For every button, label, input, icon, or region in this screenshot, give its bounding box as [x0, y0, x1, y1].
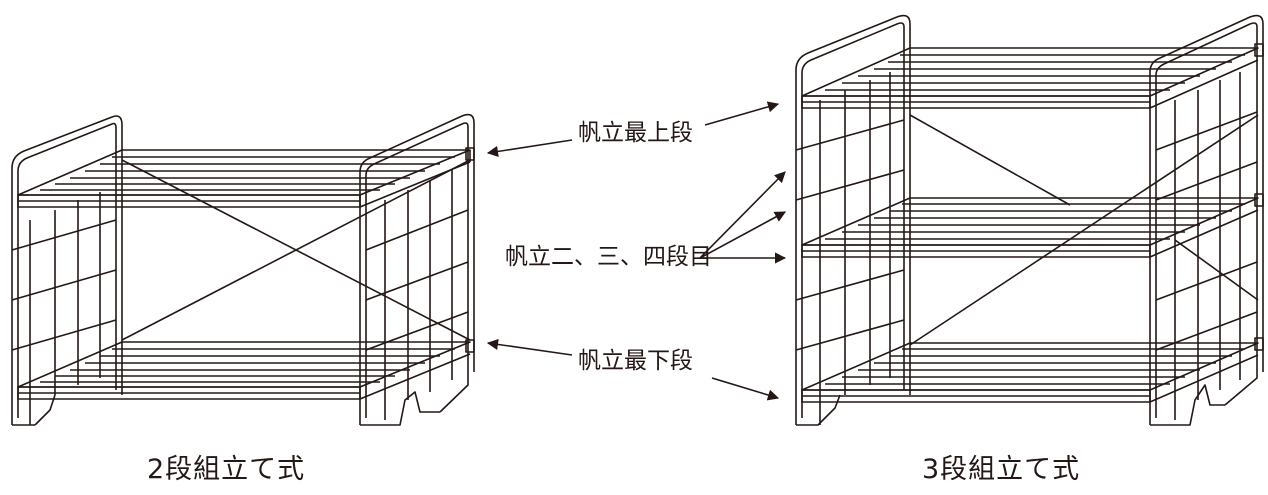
two-tier-rack [11, 113, 475, 426]
three-tier-rack [795, 14, 1264, 426]
cross-brace-2tier [121, 159, 471, 341]
bottom-shelf-2tier [17, 341, 471, 400]
label-bottom-panel: 帆立最下段 [578, 348, 693, 374]
arrow-top-left [486, 139, 573, 157]
bottom-shelf-3tier [801, 342, 1259, 403]
right-side-panel-3tier [1149, 14, 1264, 426]
caption-three-tier: 3段組立て式 [922, 454, 1081, 485]
label-top-panel: 帆立最上段 [578, 120, 693, 146]
arrow-middle-2 [699, 211, 786, 259]
arrow-middle-1 [699, 171, 786, 259]
arrow-bottom-right [711, 377, 780, 401]
cross-brace-3tier [909, 114, 1259, 346]
caption-two-tier: 2段組立て式 [147, 454, 306, 485]
label-middle-panels: 帆立二、三、四段目 [505, 244, 712, 270]
top-shelf-2tier [17, 149, 471, 208]
arrow-bottom-left [486, 338, 573, 356]
arrow-top-right [704, 101, 780, 126]
right-side-panel [359, 113, 475, 426]
left-side-panel [11, 115, 123, 426]
callout-arrows [486, 101, 787, 401]
